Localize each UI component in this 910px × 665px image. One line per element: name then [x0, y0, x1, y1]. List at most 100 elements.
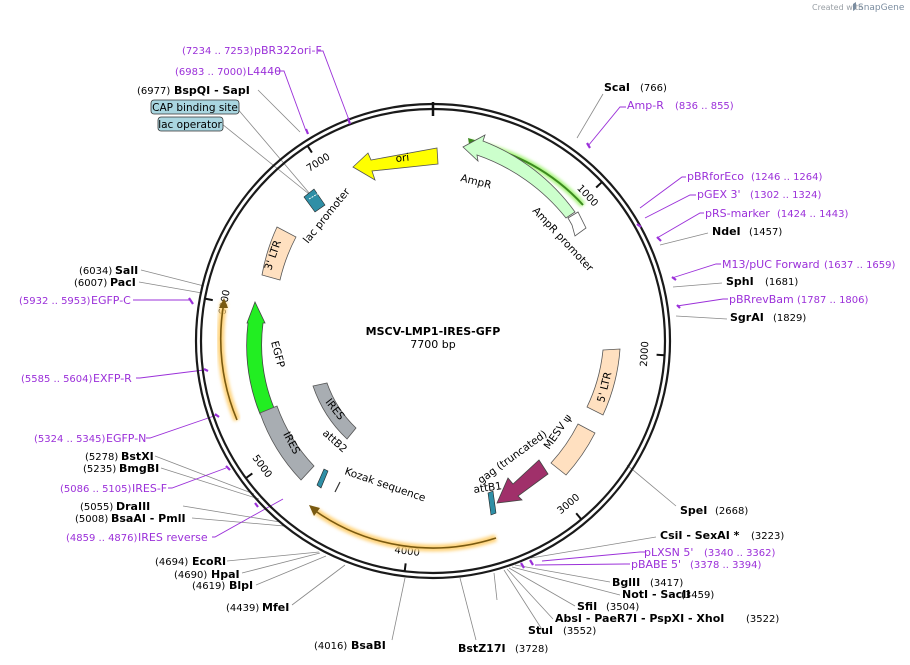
- svg-text:(1457): (1457): [749, 227, 782, 238]
- primer-ires-reverse[interactable]: (4859 .. 4876)IRES reverse: [66, 531, 208, 544]
- svg-text:(4690): (4690): [174, 570, 207, 581]
- primer-egfp-n[interactable]: (5324 .. 5345)EGFP-N: [34, 432, 146, 445]
- primer-egfp-c[interactable]: (5932 .. 5953)EGFP-C: [19, 294, 131, 307]
- enzyme-bspqi-sapi[interactable]: (6977)BspQI - SapI: [137, 84, 250, 97]
- svg-text:pRS-marker: pRS-marker: [705, 207, 770, 220]
- svg-text:(1681): (1681): [765, 277, 798, 288]
- svg-text:(5585 .. 5604): (5585 .. 5604): [21, 374, 93, 385]
- svg-text:BmgBI: BmgBI: [119, 462, 159, 475]
- primer-pbrforeco[interactable]: pBRforEco(1246 .. 1264): [687, 170, 823, 183]
- lac-operator-label: lac operator: [158, 119, 222, 131]
- enzyme-hpai[interactable]: (4690)HpaI: [174, 568, 240, 581]
- enzyme-ecori[interactable]: (4694)EcoRI: [155, 555, 226, 568]
- svg-text:SfiI: SfiI: [577, 600, 597, 613]
- primer-m13-puc-forward[interactable]: M13/pUC Forward(1637 .. 1659): [722, 258, 896, 271]
- enzyme-sphi[interactable]: SphI(1681): [726, 275, 798, 288]
- enzyme-labels: ScaI(766) NdeI(1457) SphI(1681) SgrAI(18…: [74, 81, 806, 655]
- svg-text:BlpI: BlpI: [229, 579, 253, 592]
- enzyme-bstxi[interactable]: (5278)BstXI: [85, 450, 154, 463]
- ltr3-feature[interactable]: [261, 226, 297, 281]
- mesv-feature[interactable]: [550, 423, 596, 476]
- svg-text:EGFP-C: EGFP-C: [91, 294, 131, 307]
- svg-text:(836 .. 855): (836 .. 855): [675, 101, 734, 112]
- tick-mark: [595, 181, 603, 189]
- enzyme-sfii[interactable]: SfiI(3504): [577, 600, 639, 613]
- primer-amp-r[interactable]: Amp-R(836 .. 855): [627, 99, 734, 112]
- ampr-promoter-label: AmpR promoter: [530, 205, 596, 275]
- ampr-feature[interactable]: [462, 134, 576, 219]
- enzyme-scai[interactable]: ScaI(766): [604, 81, 667, 94]
- ori-feature[interactable]: [352, 147, 439, 181]
- kozak-sequence-mark: [334, 481, 341, 493]
- primer-pgex-3[interactable]: pGEX 3'(1302 .. 1324): [697, 188, 822, 201]
- svg-text:(1424 .. 1443): (1424 .. 1443): [777, 209, 849, 220]
- enzyme-paci[interactable]: (6007)PacI: [74, 276, 136, 289]
- attb1-label: attB1: [473, 480, 503, 496]
- enzyme-spei[interactable]: SpeI (2668): [680, 504, 748, 517]
- primer-ires-f[interactable]: (5086 .. 5105)IRES-F: [60, 482, 167, 495]
- lac-operator-box[interactable]: lac operator: [157, 116, 224, 132]
- svg-text:(7234 .. 7253): (7234 .. 7253): [182, 46, 254, 57]
- enzyme-noti-sacii[interactable]: NotI - SacII(3459): [622, 588, 714, 601]
- egfp-feature[interactable]: [246, 300, 275, 415]
- enzyme-bglii[interactable]: BglII(3417): [612, 576, 683, 589]
- enzyme-sali[interactable]: (6034)SalI: [79, 264, 138, 277]
- enzyme-stui[interactable]: StuI(3552): [528, 624, 596, 637]
- enzyme-ndei[interactable]: NdeI(1457): [712, 225, 782, 238]
- enzyme-bsabi[interactable]: (4016)BsaBI: [314, 639, 386, 652]
- svg-text:MfeI: MfeI: [262, 601, 289, 614]
- primer-pbabe-5[interactable]: pBABE 5'(3378 .. 3394): [631, 558, 762, 571]
- svg-text:BstXI: BstXI: [121, 450, 154, 463]
- svg-text:(3459): (3459): [681, 590, 714, 601]
- lac-operator-site[interactable]: [303, 188, 326, 213]
- gag-feature[interactable]: [496, 459, 549, 504]
- svg-text:BsaBI: BsaBI: [351, 639, 386, 652]
- cap-binding-site-box[interactable]: CAP binding site: [150, 99, 240, 115]
- tick-mark: [204, 297, 213, 302]
- svg-text:M13/pUC Forward: M13/pUC Forward: [722, 258, 820, 271]
- primer-plxsn-5[interactable]: pLXSN 5'(3340 .. 3362): [644, 546, 776, 559]
- ltr5-feature[interactable]: [586, 348, 621, 416]
- svg-text:EcoRI: EcoRI: [192, 555, 226, 568]
- primer-lines: [133, 50, 728, 566]
- primer-arc-bottom: [309, 505, 498, 552]
- svg-text:(5055): (5055): [80, 502, 113, 513]
- svg-text:(5008): (5008): [75, 514, 108, 525]
- plasmid-size: 7700 bp: [410, 338, 455, 351]
- svg-text:AbsI - PaeR7I - PspXI - XhoI: AbsI - PaeR7I - PspXI - XhoI: [555, 612, 724, 625]
- ampr-promoter-feature[interactable]: [567, 211, 587, 237]
- enzyme-mfei[interactable]: (4439)MfeI: [226, 601, 289, 614]
- enzyme-bsaai-pmli[interactable]: (5008)BsaAI - PmlI: [75, 512, 186, 525]
- ires-inner-feature[interactable]: [312, 382, 357, 440]
- primer-prs-marker[interactable]: pRS-marker (1424 .. 1443): [705, 207, 849, 220]
- enzyme-bmgbi[interactable]: (5235)BmgBI: [83, 462, 159, 475]
- enzyme-sgrai[interactable]: SgrAI(1829): [730, 311, 806, 324]
- svg-text:(2668): (2668): [715, 506, 748, 517]
- attb2-site[interactable]: [316, 468, 329, 489]
- ires-outer-feature[interactable]: [259, 405, 315, 481]
- primer-pbr322ori-f[interactable]: (7234 .. 7253)pBR322ori-F: [182, 44, 322, 57]
- svg-text:StuI: StuI: [528, 624, 553, 637]
- primer-pbrrevbam[interactable]: pBRrevBam(1787 .. 1806): [729, 293, 869, 306]
- tick-mark: [245, 472, 253, 479]
- primer-l4440[interactable]: (6983 .. 7000)L4440: [175, 65, 281, 78]
- svg-text:NotI - SacII: NotI - SacII: [622, 588, 690, 601]
- svg-text:PacI: PacI: [110, 276, 136, 289]
- enzyme-draiii[interactable]: (5055)DraIII: [80, 500, 150, 513]
- tick-label: 3000: [556, 492, 583, 517]
- primer-marks: [188, 117, 681, 569]
- svg-text:pBABE 5': pBABE 5': [631, 558, 681, 571]
- svg-text:SpeI: SpeI: [680, 504, 707, 517]
- primer-exfp-r[interactable]: (5585 .. 5604)EXFP-R: [21, 372, 132, 385]
- attb1-site[interactable]: [487, 490, 497, 516]
- svg-text:BglII: BglII: [612, 576, 640, 589]
- svg-text:IRES reverse: IRES reverse: [138, 531, 208, 544]
- svg-text:ScaI: ScaI: [604, 81, 630, 94]
- tick-mark: [403, 563, 407, 572]
- enzyme-bstz17i[interactable]: BstZ17I(3728): [458, 642, 548, 655]
- enzyme-blpi[interactable]: (4619)BlpI: [192, 579, 253, 592]
- enzyme-absi-xhoi[interactable]: AbsI - PaeR7I - PspXI - XhoI(3522): [555, 612, 779, 625]
- enzyme-csii-sexai[interactable]: CsiI - SexAI *(3223): [660, 529, 784, 542]
- svg-text:(1302 .. 1324): (1302 .. 1324): [750, 190, 822, 201]
- svg-text:(6977): (6977): [137, 86, 170, 97]
